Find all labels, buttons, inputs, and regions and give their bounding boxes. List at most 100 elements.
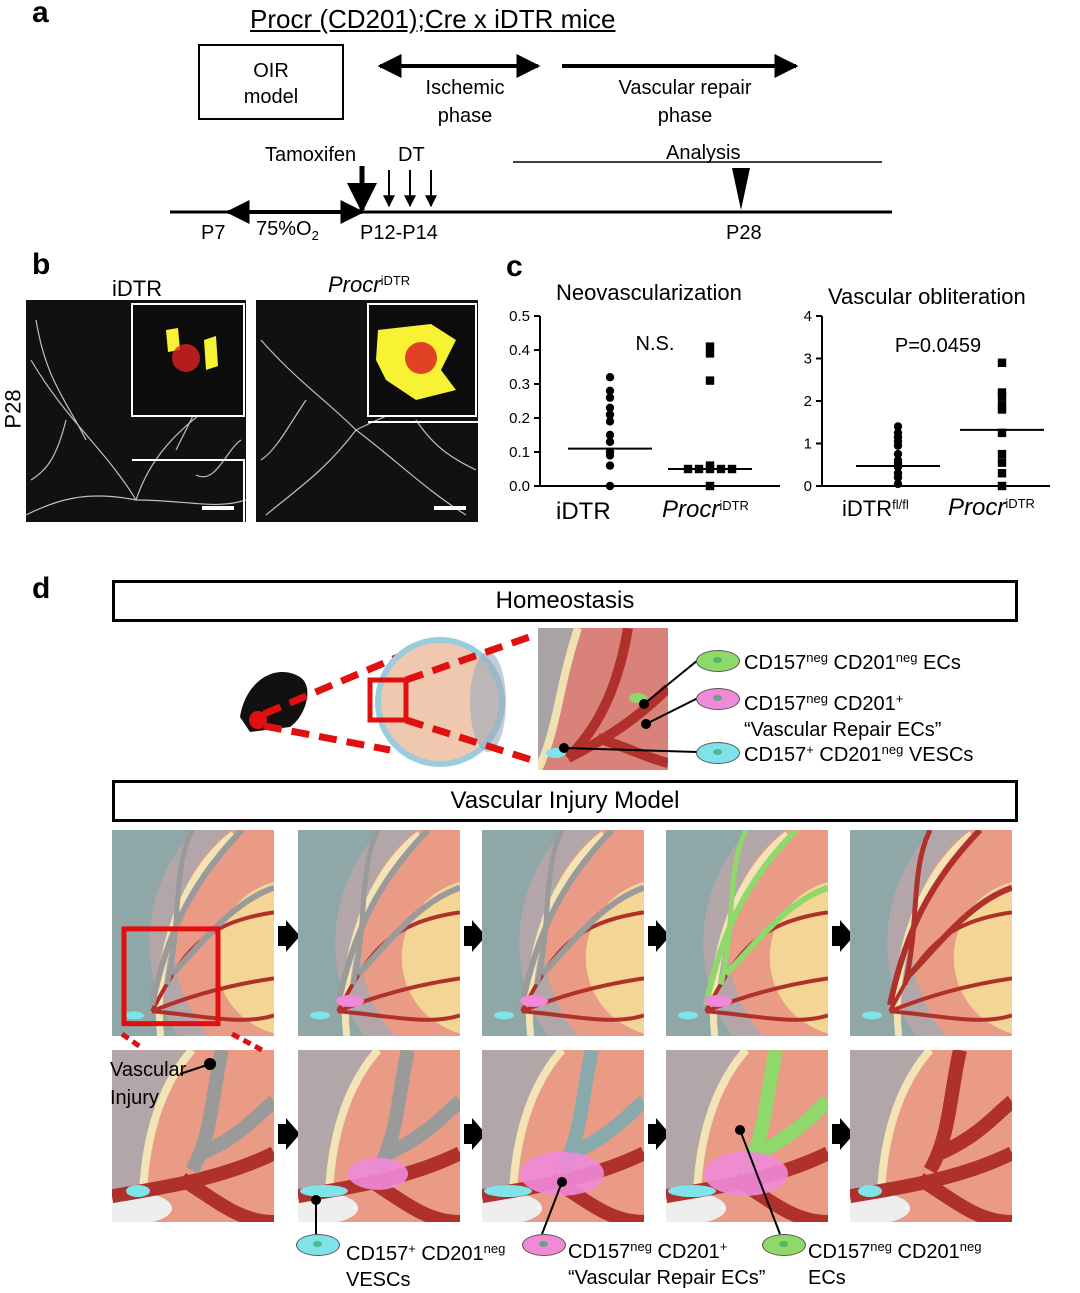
- legend-green-label: CD157neg CD201neg ECs: [744, 650, 961, 675]
- chart1-point: [705, 342, 715, 351]
- legend-cyan-cell-icon: [696, 742, 740, 764]
- chart1-point: [605, 403, 615, 412]
- homeostasis-header: Homeostasis: [112, 580, 1018, 622]
- chart2-point: [997, 388, 1007, 397]
- injury-panel: [298, 1050, 460, 1222]
- injury-model-header: Vascular Injury Model: [112, 780, 1018, 822]
- bottom-green-cell-icon: [762, 1234, 806, 1256]
- bottom-cyan-cell-icon: [296, 1234, 340, 1256]
- legend-green-cell-icon: [696, 650, 740, 672]
- injury-label: Vascular Injury: [110, 1056, 186, 1112]
- panel-b-left-title: iDTR: [112, 276, 163, 301]
- chart2-point: [997, 401, 1007, 410]
- p7-label: P7: [201, 222, 226, 244]
- lg-g4: neg: [895, 650, 918, 665]
- legend-pink-cell-icon: [696, 688, 740, 710]
- bp-3: CD201: [651, 1241, 720, 1263]
- bg-2: neg: [870, 1239, 892, 1254]
- chart1-point: [605, 461, 615, 470]
- chart1-point: [605, 386, 615, 395]
- bp-1: CD157: [568, 1241, 631, 1263]
- chart1-ytick-label: 0.3: [509, 376, 530, 393]
- bg-3: CD201: [891, 1241, 960, 1263]
- chart2-point: [997, 405, 1007, 414]
- bc-5: VESCs: [346, 1269, 411, 1291]
- lg-c2: +: [806, 742, 814, 757]
- o2-sub: 2: [311, 228, 319, 243]
- chart2-annotation: P=0.0459: [895, 335, 981, 357]
- panel-a-title: Procr (CD201);Cre x iDTR mice: [250, 4, 616, 35]
- chart2-point: [997, 392, 1007, 401]
- bottom-pink-label: CD157neg CD201+ “Vascular Repair ECs”: [568, 1234, 765, 1291]
- homeostasis-zoom-panel: [538, 628, 668, 770]
- bc-4: neg: [483, 1241, 506, 1256]
- chart1-point: [705, 376, 715, 385]
- retina-image-procr: [256, 300, 478, 522]
- p28-row-label: P28: [0, 389, 26, 429]
- chart1-ytick-label: 0.0: [509, 478, 530, 495]
- analysis-label: Analysis: [666, 142, 741, 164]
- chart2-point: [997, 358, 1007, 367]
- chart2-point: [893, 479, 903, 489]
- p12-p14-label: P12-P14: [360, 222, 438, 244]
- chart1-point: [705, 349, 715, 358]
- bottom-cyan-label: CD157+ CD201neg VESCs: [346, 1236, 505, 1293]
- lg-c1: CD157: [744, 744, 807, 766]
- chart1-group2-sup: iDTR: [719, 498, 749, 513]
- chart1-point: [605, 430, 615, 440]
- lg-p5: “Vascular Repair ECs”: [744, 719, 942, 741]
- chart2-group1-name: iDTR: [842, 496, 893, 521]
- chart1-point: [605, 481, 615, 491]
- chart2-point: [997, 449, 1007, 459]
- chart1-ytick-label: 0.1: [509, 444, 530, 461]
- chart2-point: [997, 469, 1007, 478]
- chart1-point: [605, 373, 615, 382]
- injury-label-1: Vascular: [110, 1059, 187, 1081]
- lg-c5: VESCs: [903, 744, 974, 766]
- lg-c4: neg: [881, 742, 904, 757]
- chart1-point: [605, 393, 615, 402]
- chart2-point: [893, 449, 903, 459]
- injury-panel: [666, 830, 828, 1036]
- lg-g5: ECs: [917, 652, 961, 674]
- panel-a-title-text: Procr (CD201);Cre x iDTR mice: [250, 4, 616, 34]
- homeostasis-vessels: [538, 628, 668, 770]
- chart2-title: Vascular obliteration: [828, 284, 1026, 309]
- bp-5: “Vascular Repair ECs”: [568, 1267, 766, 1289]
- chart1-point: [705, 481, 715, 491]
- procr-sup: iDTR: [380, 273, 411, 288]
- bg-5: ECs: [808, 1267, 846, 1289]
- legend-connectors: [559, 659, 699, 753]
- chart2-point: [997, 428, 1007, 438]
- bg-1: CD157: [808, 1241, 871, 1263]
- chart2-xlabel-1: iDTRfl/fl: [842, 496, 909, 522]
- bp-4: +: [719, 1239, 728, 1254]
- chart2-point: [893, 441, 903, 450]
- timeline-svg: [170, 54, 892, 224]
- chart2-group2-sup: iDTR: [1005, 496, 1035, 511]
- legend-cyan-label: CD157+ CD201neg VESCs: [744, 742, 973, 767]
- panel-d-label: d: [32, 572, 51, 605]
- chart1-ytick-label: 0.2: [509, 410, 530, 427]
- chart1-point: [605, 437, 615, 446]
- dt-label: DT: [398, 144, 425, 166]
- injury-panel: [482, 1050, 644, 1222]
- chart1-xlabel-2: ProcriDTR: [662, 496, 749, 524]
- chart1-annotation: N.S.: [636, 333, 675, 355]
- chart2-ytick-label: 1: [804, 436, 812, 453]
- bc-1: CD157: [346, 1243, 409, 1265]
- repair-phase-label: Vascular repair phase: [618, 77, 752, 127]
- oir-model-box: OIR model: [198, 44, 344, 120]
- chart2-ytick-label: 3: [804, 351, 812, 368]
- lg-g1: CD157: [744, 652, 807, 674]
- injury-panel: [850, 830, 1012, 1036]
- bottom-pink-cell-icon: [522, 1234, 566, 1256]
- lg-p3: CD201: [827, 693, 896, 715]
- injury-panel: [112, 830, 274, 1036]
- oir-model-label: OIR model: [243, 60, 299, 108]
- lg-g2: neg: [806, 650, 828, 665]
- bg-4: neg: [959, 1239, 982, 1254]
- chart2-xlabel-2: ProcriDTR: [948, 494, 1035, 522]
- lg-p4: +: [895, 691, 904, 706]
